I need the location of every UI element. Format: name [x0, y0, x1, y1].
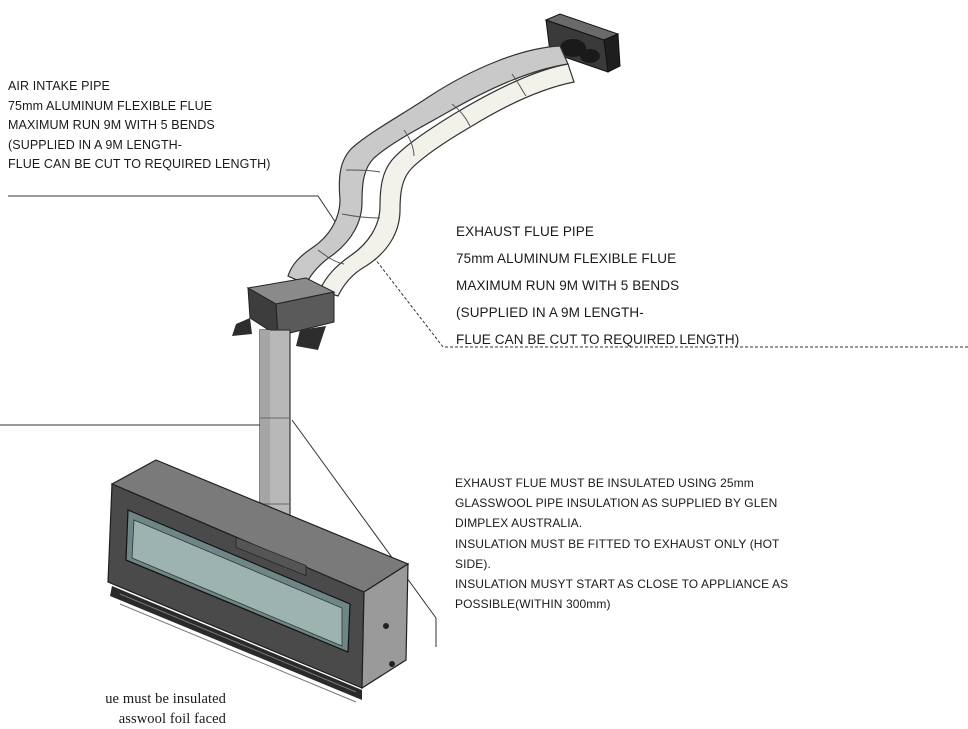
exhaust-flue-line: 75mm ALUMINUM FLEXIBLE FLUE — [456, 251, 677, 266]
leader-lines — [0, 195, 968, 647]
pipe-joints — [317, 73, 527, 265]
bottom-note-line: ue must be insulated — [105, 691, 226, 707]
exhaust-flue-line: (SUPPLIED IN A 9M LENGTH- — [456, 305, 644, 320]
air-intake-line: 75mm ALUMINUM FLEXIBLE FLUE — [8, 98, 213, 113]
fireplace-appliance — [107, 459, 410, 703]
exhaust-flue-line: MAXIMUM RUN 9M WITH 5 BENDS — [456, 278, 680, 293]
exhaust-flue-line: FLUE CAN BE CUT TO REQUIRED LENGTH) — [456, 332, 740, 347]
insulation-note-line: POSSIBLE(WITHIN 300mm) — [455, 597, 611, 612]
insulation-note: EXHAUST FLUE MUST BE INSULATED USING 25m… — [455, 473, 788, 614]
air-intake-leader — [8, 195, 339, 227]
junction-box — [232, 277, 336, 350]
air-intake-line: MAXIMUM RUN 9M WITH 5 BENDS — [8, 118, 215, 132]
exhaust-flue-label: EXHAUST FLUE PIPE 75mm ALUMINUM FLEXIBLE… — [456, 218, 739, 353]
insulation-note-line: GLASSWOOL PIPE INSULATION AS SUPPLIED BY… — [455, 496, 778, 511]
vertical-flue — [259, 329, 291, 539]
insulation-note-line: SIDE). — [455, 556, 491, 571]
exhaust-flue-pipe — [319, 63, 575, 297]
insulation-note-line: INSULATION MUST BE FITTED TO EXHAUST ONL… — [455, 536, 780, 551]
insulation-note-line: DIMPLEX AUSTRALIA. — [455, 516, 583, 531]
insulation-leader — [291, 419, 437, 647]
insulation-note-line: EXHAUST FLUE MUST BE INSULATED USING 25m… — [455, 476, 754, 490]
air-intake-title: AIR INTAKE PIPE — [8, 79, 110, 93]
air-intake-label: AIR INTAKE PIPE 75mm ALUMINUM FLEXIBLE F… — [8, 77, 271, 175]
air-intake-line: FLUE CAN BE CUT TO REQUIRED LENGTH) — [8, 157, 271, 171]
air-intake-line: (SUPPLIED IN A 9M LENGTH- — [8, 137, 183, 152]
bottom-note-line: asswool foil faced — [118, 711, 226, 727]
bottom-note: ue must be insulated asswool foil faced — [0, 689, 226, 729]
exhaust-flue-title: EXHAUST FLUE PIPE — [456, 224, 594, 239]
exhaust-leader — [371, 254, 968, 348]
insulation-note-line: INSULATION MUSYT START AS CLOSE TO APPLI… — [455, 577, 789, 592]
wall-terminal — [544, 13, 621, 73]
